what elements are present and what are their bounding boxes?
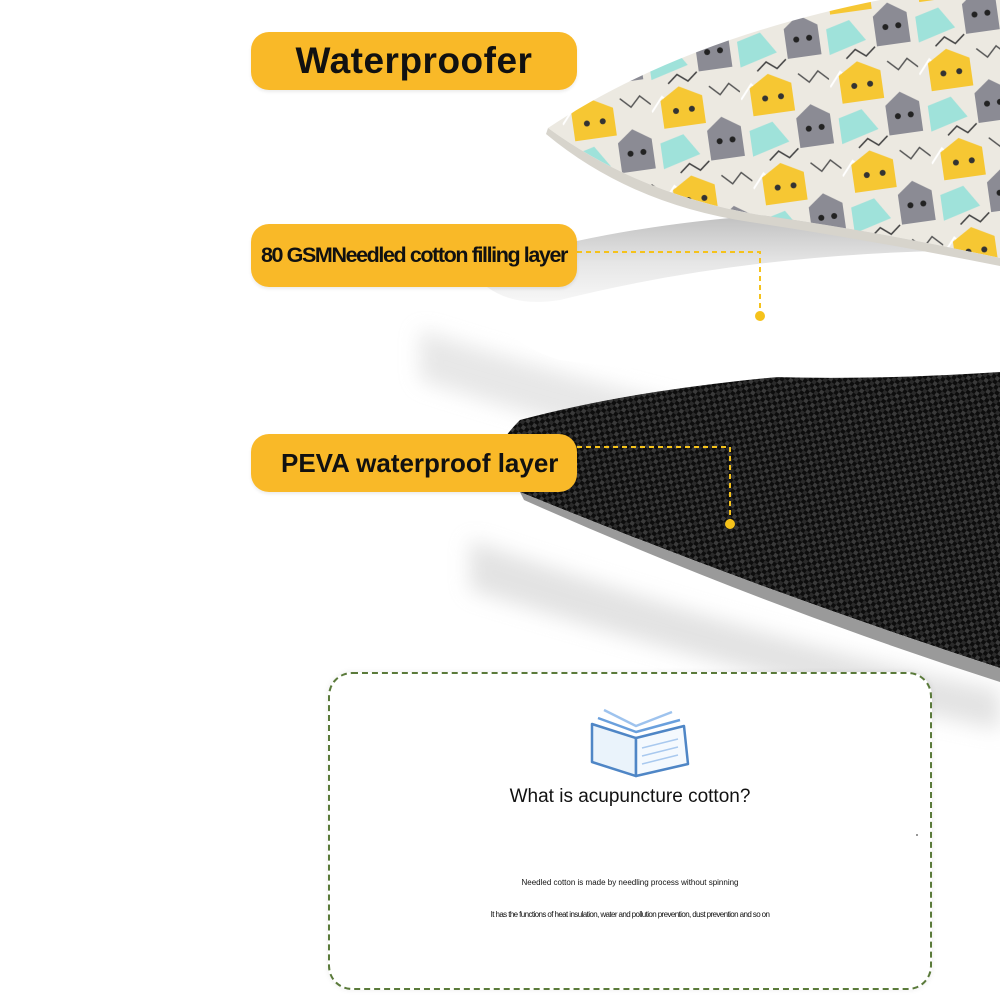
label-filling-layer: 80 GSMNeedled cotton filling layer bbox=[251, 224, 577, 287]
info-box: What is acupuncture cotton? Needled cott… bbox=[328, 672, 932, 990]
label-peva-layer: PEVA waterproof layer bbox=[251, 434, 577, 492]
decorative-dot bbox=[916, 834, 918, 836]
label-filling-layer-text: 80 GSMNeedled cotton filling layer bbox=[260, 243, 568, 267]
label-waterproofer-text: Waterproofer bbox=[295, 40, 533, 81]
open-book-icon bbox=[590, 708, 690, 778]
info-question: What is acupuncture cotton? bbox=[509, 786, 751, 807]
info-description-line1: Needled cotton is made by needling proce… bbox=[521, 878, 739, 887]
label-waterproofer: Waterproofer bbox=[251, 32, 577, 90]
label-peva-layer-text: PEVA waterproof layer bbox=[281, 447, 559, 478]
info-description-line2: It has the functions of heat insulation,… bbox=[490, 910, 770, 919]
